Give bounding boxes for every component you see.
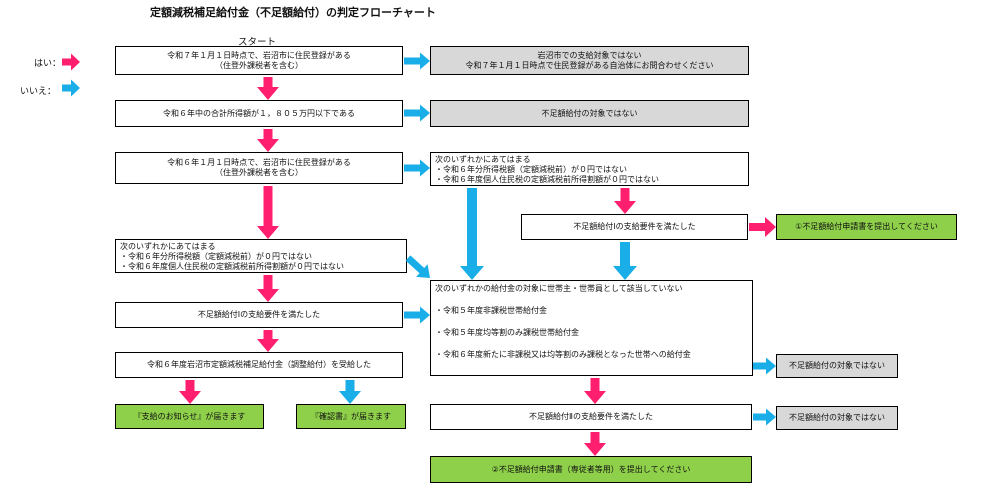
yes-arrow-q4r-q5r xyxy=(614,188,636,214)
no-arrow-q4l-q7 xyxy=(405,255,430,278)
result-box-confirmation: 『確認書』が届きます xyxy=(296,404,406,429)
box-text: 不足額給付Ⅰの支給要件を満たした xyxy=(573,222,696,231)
question-box-adjustment-benefit: 令和６年度岩沼市定額減税補足給付金（調整給付）を受給した xyxy=(115,352,403,378)
question-box-other-benefits: 次のいずれかの給付金の対象に世帯主・世帯員として該当していない ・令和５年度非課… xyxy=(430,280,753,376)
yes-arrow-q7-q8 xyxy=(584,378,606,404)
box-text: 不足額給付の対象ではない xyxy=(789,413,885,422)
no-arrow-q4r-q7 xyxy=(460,188,484,280)
result-box-payment-notice: 『支給のお知らせ』が届きます xyxy=(115,404,264,429)
no-arrow-q1-r1 xyxy=(404,52,430,70)
result-box-not-eligible-2: 不足額給付の対象ではない xyxy=(776,354,898,378)
box-text: （住登外課税者を含む） xyxy=(215,60,303,70)
question-box-tax-conditions-left: 次のいずれかにあてはまる ・令和６年分所得税額（定額減税前）が０円ではない ・令… xyxy=(115,239,407,273)
box-text: 令和７年１月１日時点で、岩沼市に住民登録がある xyxy=(167,50,351,60)
yes-arrow-q3-q4l xyxy=(257,186,279,239)
yes-arrow-q5l-q6l xyxy=(257,330,279,352)
box-text: ・令和６年度個人住民税の定額減税前所得割額が０円ではない xyxy=(120,262,344,271)
start-label: スタート xyxy=(238,37,277,48)
yes-arrow-q8-application xyxy=(584,432,606,456)
result-box-not-eligible-1: 不足額給付の対象ではない xyxy=(430,100,749,127)
result-box-not-eligible-3: 不足額給付の対象ではない xyxy=(776,406,898,430)
legend-no-arrow xyxy=(62,79,80,97)
no-arrow-q5r-q7 xyxy=(613,242,637,280)
box-text: ・令和５年度均等割のみ課税世帯給付金 xyxy=(435,328,579,337)
no-arrow-q7-r7 xyxy=(753,357,776,375)
legend-no-label: いいえ： xyxy=(20,87,57,97)
legend-yes-label: はい： xyxy=(34,59,62,69)
box-text: 『支給のお知らせ』が届きます xyxy=(133,411,246,421)
question-box-benefit-2: 不足額給付Ⅱの支給要件を満たした xyxy=(430,404,752,430)
question-box-income-limit: 令和６年中の合計所得額が１，８０５万円以下である xyxy=(115,100,403,127)
box-text: 不足額給付Ⅰの支給要件を満たした xyxy=(197,310,321,319)
box-text: 岩沼市での支給対象ではない xyxy=(537,50,642,60)
box-text: 令和７年１月１日時点で住民登録がある自治体にお問合わせください xyxy=(465,60,714,70)
no-arrow-q2-r2 xyxy=(404,104,430,122)
box-text: （住登外課税者を含む） xyxy=(215,168,303,177)
result-box-submit-application-2: ②不足額給付申請書（専従者等用）を提出してください xyxy=(430,456,752,483)
question-box-tax-conditions-right: 次のいずれかにあてはまる ・令和６年分所得税額（定額減税前）が０円ではない ・令… xyxy=(430,152,749,186)
yes-arrow-q6l-notice xyxy=(179,380,201,404)
result-box-not-eligible-iwanuma: 岩沼市での支給対象ではない 令和７年１月１日時点で住民登録がある自治体にお問合わ… xyxy=(430,46,749,75)
box-text: ①不足額給付申請書を提出してください xyxy=(795,222,938,231)
box-text: ・令和５年度非課税世帯給付金 xyxy=(435,306,547,315)
box-text: ・令和６年度新たに非課税又は均等割のみ課税となった世帯への給付金 xyxy=(435,350,691,359)
no-arrow-q5l-q7 xyxy=(404,306,430,324)
box-text: 令和６年中の合計所得額が１，８０５万円以下である xyxy=(163,108,355,118)
box-text: 不足額給付の対象ではない xyxy=(789,361,885,370)
box-text: 令和６年１月１日時点で、岩沼市に住民登録がある xyxy=(167,158,351,167)
question-box-residence-2025: 令和７年１月１日時点で、岩沼市に住民登録がある （住登外課税者を含む） xyxy=(115,46,403,75)
question-box-benefit-1-right: 不足額給付Ⅰの支給要件を満たした xyxy=(521,214,748,240)
page-title: 定額減税補足給付金（不足額給付）の判定フローチャート xyxy=(150,6,436,19)
yes-arrow-q2-q3 xyxy=(257,129,279,152)
box-text: ②不足額給付申請書（専従者等用）を提出してください xyxy=(491,464,691,474)
no-arrow-q8-r8 xyxy=(753,408,776,426)
box-text: 次のいずれかにあてはまる xyxy=(120,242,216,251)
box-text: ・令和６年分所得税額（定額減税前）が０円ではない xyxy=(120,252,312,261)
box-text: 令和６年度岩沼市定額減税補足給付金（調整給付）を受給した xyxy=(147,360,371,369)
yes-arrow-q5r-application xyxy=(749,217,776,237)
legend-yes-arrow xyxy=(62,53,80,71)
no-arrow-q3-q4r xyxy=(404,159,430,177)
question-box-residence-2024: 令和６年１月１日時点で、岩沼市に住民登録がある （住登外課税者を含む） xyxy=(115,152,403,184)
box-text: 不足額給付の対象ではない xyxy=(541,108,638,118)
yes-arrow-q4l-q5l xyxy=(257,275,279,302)
question-box-benefit-1-left: 不足額給付Ⅰの支給要件を満たした xyxy=(115,302,403,328)
no-arrow-q6l-confirmation xyxy=(339,380,361,404)
box-text: 『確認書』が届きます xyxy=(311,411,391,421)
yes-arrow-q1-q2 xyxy=(257,77,279,100)
result-box-submit-application-1: ①不足額給付申請書を提出してください xyxy=(776,214,957,240)
box-text: ・令和６年分所得税額（定額減税前）が０円ではない xyxy=(435,165,627,174)
box-text: 次のいずれかにあてはまる xyxy=(435,155,531,164)
box-text: 次のいずれかの給付金の対象に世帯主・世帯員として該当していない xyxy=(435,284,683,293)
box-text: ・令和６年度個人住民税の定額減税前所得割額が０円ではない xyxy=(435,175,659,184)
box-text: 不足額給付Ⅱの支給要件を満たした xyxy=(529,412,653,421)
